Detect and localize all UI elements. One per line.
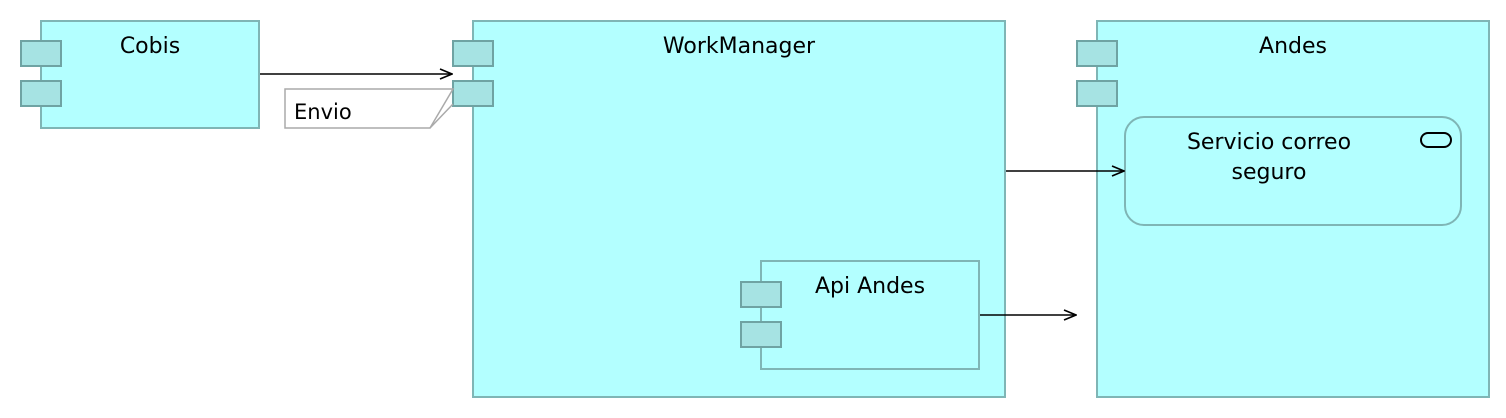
- service-title: Servicio correo seguro: [1186, 130, 1352, 185]
- component-title: Api Andes: [814, 274, 926, 299]
- component-tab-icon: [1076, 80, 1118, 107]
- service-correo-seguro[interactable]: Servicio correo seguro: [1124, 116, 1462, 226]
- component-title: Andes: [1259, 34, 1327, 59]
- service-icon: [1420, 132, 1452, 148]
- component-tab-icon: [1076, 40, 1118, 67]
- component-tab-icon: [740, 281, 782, 308]
- note[interactable]: Envio: [285, 88, 455, 128]
- component-tab-icon: [20, 40, 62, 67]
- component-title: Cobis: [119, 34, 181, 59]
- note-text: Envio: [294, 100, 352, 124]
- component-title: WorkManager: [662, 34, 816, 59]
- component-cobis[interactable]: Cobis: [40, 20, 260, 129]
- component-tab-icon: [452, 80, 494, 107]
- component-tab-icon: [20, 80, 62, 107]
- note-anchor-line: [429, 103, 454, 129]
- component-tab-icon: [452, 40, 494, 67]
- component-tab-icon: [740, 321, 782, 348]
- component-api-andes[interactable]: Api Andes: [760, 260, 980, 370]
